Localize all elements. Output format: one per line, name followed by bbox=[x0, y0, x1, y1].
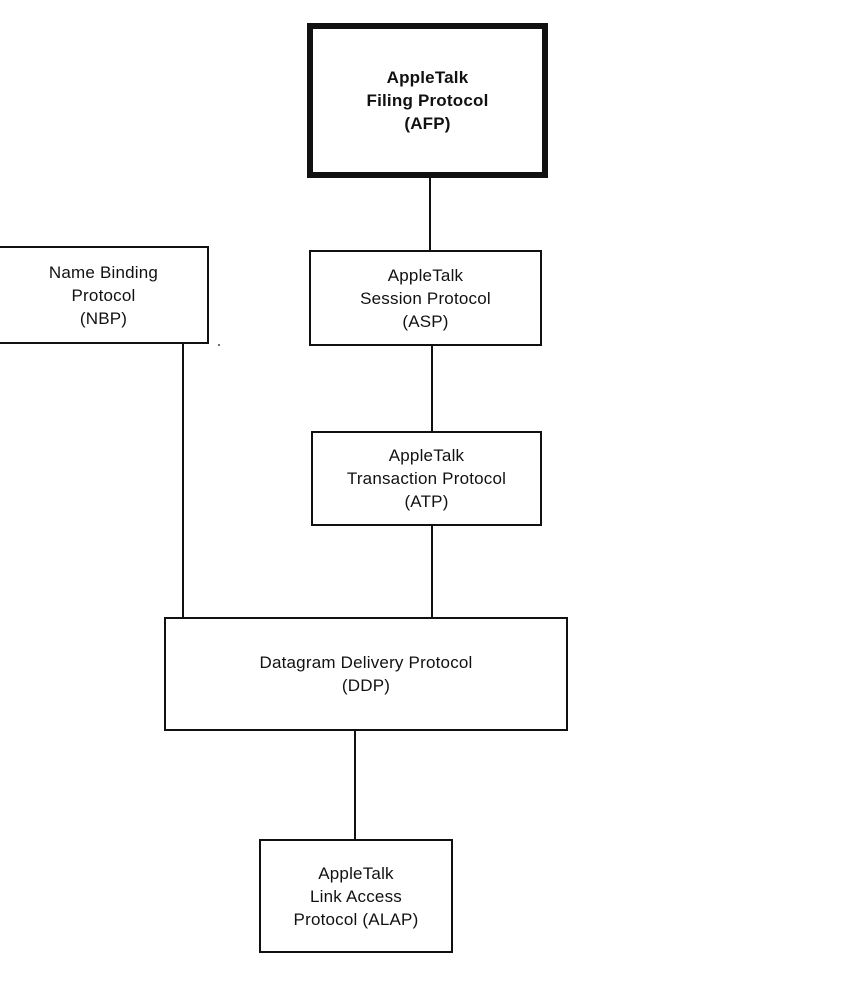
atp-line-2: Transaction Protocol bbox=[346, 469, 507, 488]
atp-line-1: AppleTalk bbox=[388, 446, 465, 465]
alap-line-3: Protocol (ALAP) bbox=[293, 909, 419, 929]
asp-box: AppleTalk Session Protocol (ASP) bbox=[309, 250, 542, 346]
asp-line-2: Session Protocol bbox=[360, 288, 491, 308]
asp-line-1: AppleTalk bbox=[387, 265, 464, 285]
ddp-box: Datagram Delivery Protocol (DDP) bbox=[164, 617, 568, 731]
connector-ddp-alap bbox=[354, 730, 356, 840]
ddp-line-2: (DDP) bbox=[341, 676, 391, 695]
nbp-box: Name Binding Protocol (NBP) bbox=[0, 246, 209, 344]
connector-atp-ddp bbox=[431, 525, 433, 618]
afp-line-3: (AFP) bbox=[404, 114, 451, 133]
connector-nbp-ddp bbox=[182, 343, 184, 618]
alap-line-2: Link Access bbox=[310, 886, 402, 906]
connector-afp-asp bbox=[429, 177, 431, 250]
atp-box: AppleTalk Transaction Protocol (ATP) bbox=[311, 431, 542, 526]
afp-line-1: AppleTalk bbox=[386, 68, 469, 87]
atp-line-3: (ATP) bbox=[404, 492, 449, 511]
afp-box: AppleTalk Filing Protocol (AFP) bbox=[307, 23, 548, 178]
alap-box: AppleTalk Link Access Protocol (ALAP) bbox=[259, 839, 453, 953]
nbp-line-1: Name Binding bbox=[48, 262, 159, 282]
connector-asp-atp bbox=[431, 345, 433, 432]
afp-line-2: Filing Protocol bbox=[366, 91, 489, 110]
ddp-line-1: Datagram Delivery Protocol bbox=[259, 653, 473, 672]
asp-line-3: (ASP) bbox=[402, 311, 449, 331]
scan-mark bbox=[218, 344, 220, 346]
nbp-line-3: (NBP) bbox=[79, 308, 128, 328]
nbp-line-2: Protocol bbox=[71, 285, 136, 305]
alap-line-1: AppleTalk bbox=[318, 863, 394, 883]
